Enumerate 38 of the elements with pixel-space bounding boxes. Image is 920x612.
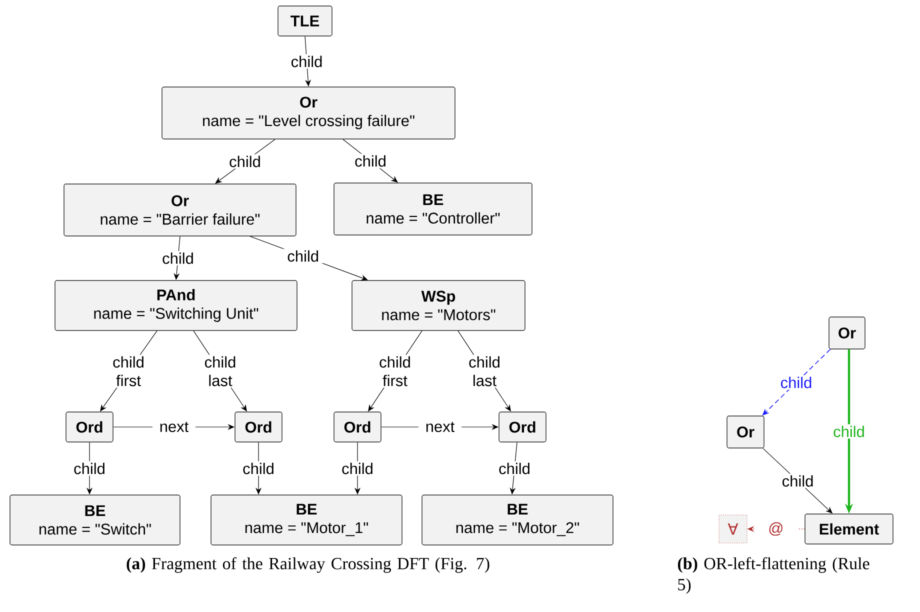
caption: (b) OR-left-flattening (Rule 5) <box>678 557 870 594</box>
node-box: Ord <box>334 412 382 442</box>
edge-label: child <box>237 461 280 476</box>
edge-label: child <box>285 54 328 69</box>
edge-label: child <box>776 474 820 488</box>
node-box: Or name = "Barrier failure" <box>64 184 296 236</box>
edge-label: child <box>828 424 870 439</box>
edge-label: child <box>336 461 379 476</box>
edge-label: child <box>68 461 111 476</box>
node-box: Ord <box>498 412 546 442</box>
edge-label: child <box>282 248 325 264</box>
edge-label: child <box>493 461 536 476</box>
node-box: Or <box>726 416 764 448</box>
edge-label: child <box>224 154 266 169</box>
edge-label: child first <box>374 354 416 388</box>
caption: (a) Fragment of the Railway Crossing DFT (Fig. 7) <box>126 557 490 573</box>
node-box: BE name = "Controller" <box>334 182 532 236</box>
node-box: BE name = "Switch" <box>10 494 180 546</box>
node-box: WSp name = "Motors" <box>352 280 526 331</box>
node-box: Ord <box>234 412 282 442</box>
edge-label: child last <box>198 354 242 388</box>
edge-label: child <box>349 154 392 168</box>
node-box: Element <box>804 514 894 544</box>
edge-label: child <box>156 251 200 266</box>
node-box: Or <box>828 316 866 350</box>
edge-label: child <box>774 375 818 390</box>
edge-label: child first <box>107 354 150 388</box>
node-box: TLE <box>278 6 332 36</box>
node-box: Ord <box>66 412 114 442</box>
edge-label: child last <box>463 354 506 388</box>
node-box: ∀ <box>718 514 748 544</box>
edge-label: @ <box>754 520 798 538</box>
node-box: BE name = "Motor_1" <box>210 494 402 546</box>
node-box: BE name = "Motor_2" <box>422 494 614 546</box>
edge-label: next <box>418 420 462 434</box>
node-box: PAnd name = "Switching Unit" <box>54 280 298 331</box>
edge-label: next <box>152 420 196 434</box>
node-box: Or name = "Level crossing failure" <box>162 86 456 140</box>
